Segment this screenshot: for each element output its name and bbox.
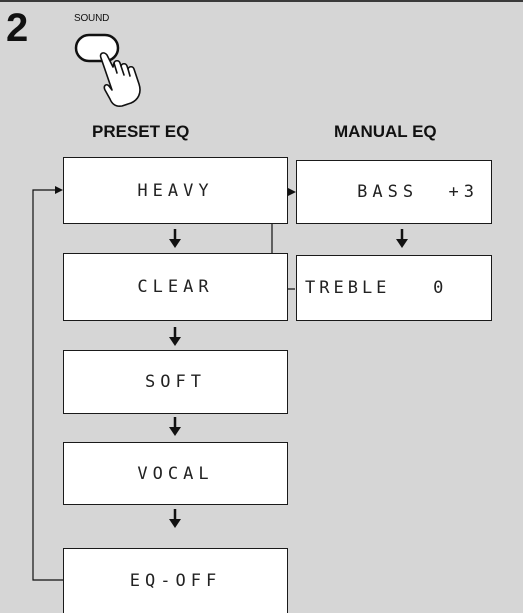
preset-loop-line bbox=[32, 186, 63, 581]
manual-arrow bbox=[396, 229, 408, 248]
preset-arrows bbox=[169, 229, 181, 528]
preset-display-vocal: VOCAL bbox=[63, 442, 288, 505]
display-text: SOFT bbox=[145, 372, 206, 392]
sound-button-icon bbox=[74, 33, 120, 63]
display-text: TREBLE 0 bbox=[305, 278, 448, 298]
display-text: CLEAR bbox=[137, 277, 214, 297]
manual-display-treble: TREBLE 0 bbox=[296, 255, 492, 321]
preset-display-heavy: HEAVY bbox=[63, 157, 288, 224]
display-text: BASS +3 bbox=[357, 182, 479, 202]
pressing-hand-icon bbox=[99, 52, 141, 107]
display-text: VOCAL bbox=[137, 463, 214, 484]
manual-eq-heading: MANUAL EQ bbox=[334, 122, 437, 141]
manual-display-bass: BASS +3 bbox=[296, 160, 492, 224]
preset-eq-heading: PRESET EQ bbox=[92, 122, 190, 141]
preset-display-clear: CLEAR bbox=[63, 253, 288, 321]
sound-button-label: SOUND bbox=[74, 13, 110, 24]
display-text: EQ-OFF bbox=[129, 571, 222, 591]
preset-display-eq-off: EQ-OFF bbox=[63, 548, 288, 613]
display-text: HEAVY bbox=[137, 180, 214, 201]
preset-display-soft: SOFT bbox=[63, 350, 288, 414]
step-number: 2 bbox=[6, 6, 29, 50]
